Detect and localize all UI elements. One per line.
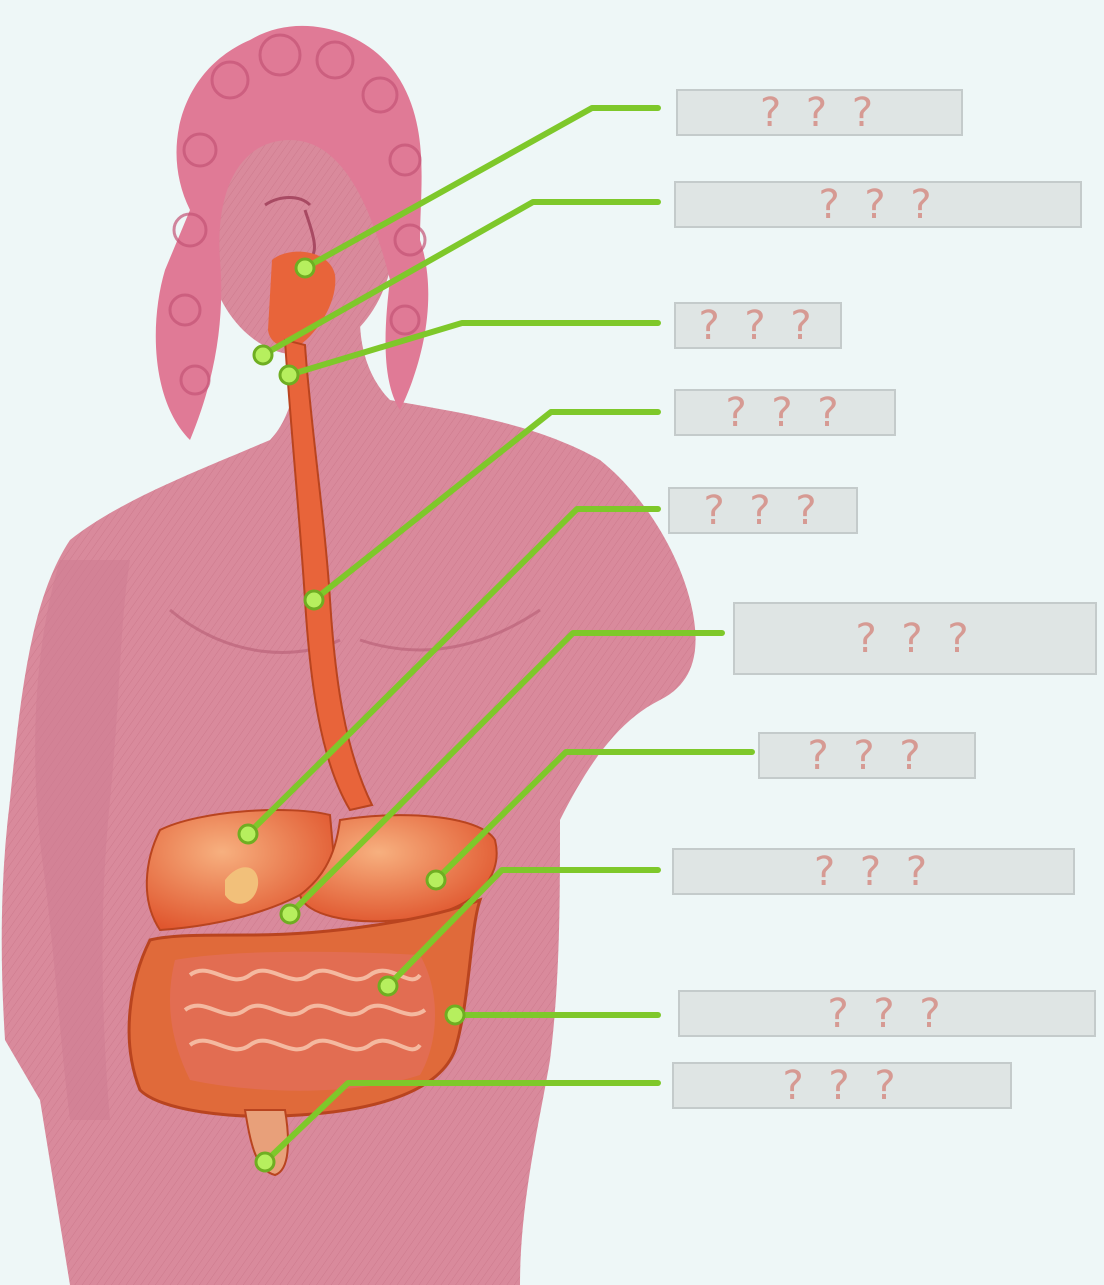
label-box-epiglottis[interactable]: ? ? ? (674, 302, 842, 349)
pointer-dot-stomach (427, 871, 445, 889)
label-box-small-intestine[interactable]: ? ? ? (672, 848, 1075, 895)
pointer-dot-small-intestine (379, 977, 397, 995)
pointer-dot-liver (239, 825, 257, 843)
label-box-liver[interactable]: ? ? ? (668, 487, 858, 534)
label-box-rectum[interactable]: ? ? ? (672, 1062, 1012, 1109)
label-box-esophagus[interactable]: ? ? ? (674, 389, 896, 436)
label-box-stomach[interactable]: ? ? ? (758, 732, 976, 779)
label-box-gallbladder[interactable]: ? ? ? (733, 602, 1097, 675)
label-box-mouth[interactable]: ? ? ? (676, 89, 963, 136)
pointer-dot-epiglottis (280, 366, 298, 384)
pointer-dot-gallbladder (281, 905, 299, 923)
pointer-dot-esophagus (305, 591, 323, 609)
pointer-dot-pharynx (254, 346, 272, 364)
pointer-dot-mouth (296, 259, 314, 277)
pointer-dot-large-intestine (446, 1006, 464, 1024)
label-box-pharynx[interactable]: ? ? ? (674, 181, 1082, 228)
label-box-large-intestine[interactable]: ? ? ? (678, 990, 1096, 1037)
pointer-dot-rectum (256, 1153, 274, 1171)
